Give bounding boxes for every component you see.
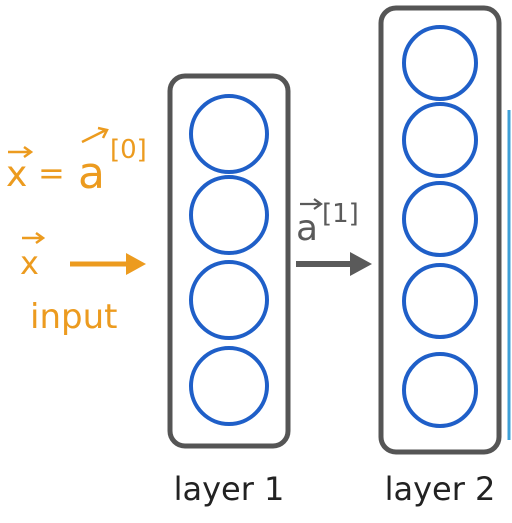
input-x: x <box>20 244 39 282</box>
input-x-vector-arrow <box>22 231 46 245</box>
equation-equals: = <box>38 154 65 192</box>
layer-1-neuron <box>189 94 269 174</box>
layer-1-label: layer 1 <box>174 470 285 508</box>
equation-x-vector-arrow <box>8 145 34 159</box>
input-arrow <box>70 253 146 275</box>
equation-a-vector-arrow <box>81 126 109 144</box>
layer-2-box <box>378 5 502 455</box>
equation-x: x <box>6 154 27 195</box>
layer-2-label: layer 2 <box>385 470 496 508</box>
activation-label: a [1] <box>296 198 359 249</box>
layer-1-neuron <box>189 346 269 426</box>
equation-superscript: [0] <box>110 135 147 165</box>
layer-2-neuron <box>402 352 478 428</box>
input-equation: x = a [0] <box>6 126 147 199</box>
layer-2-neuron <box>402 181 478 257</box>
layer-2-units <box>402 25 478 428</box>
layer-1-units <box>189 94 269 426</box>
layer-2-neuron <box>402 25 478 101</box>
layer-1-box <box>167 73 291 449</box>
layer-2-neuron <box>402 263 478 339</box>
layer-2-neuron <box>402 102 478 178</box>
input-label: input <box>30 297 117 337</box>
activation-vector-arrow <box>300 198 323 210</box>
input-vector: x <box>20 231 46 282</box>
equation-a: a <box>78 148 105 199</box>
activation-arrow <box>296 252 372 276</box>
layer-1-neuron <box>189 260 269 340</box>
activation-superscript: [1] <box>322 199 359 229</box>
layer-1-neuron <box>189 175 269 255</box>
activation-symbol: a <box>296 208 318 249</box>
